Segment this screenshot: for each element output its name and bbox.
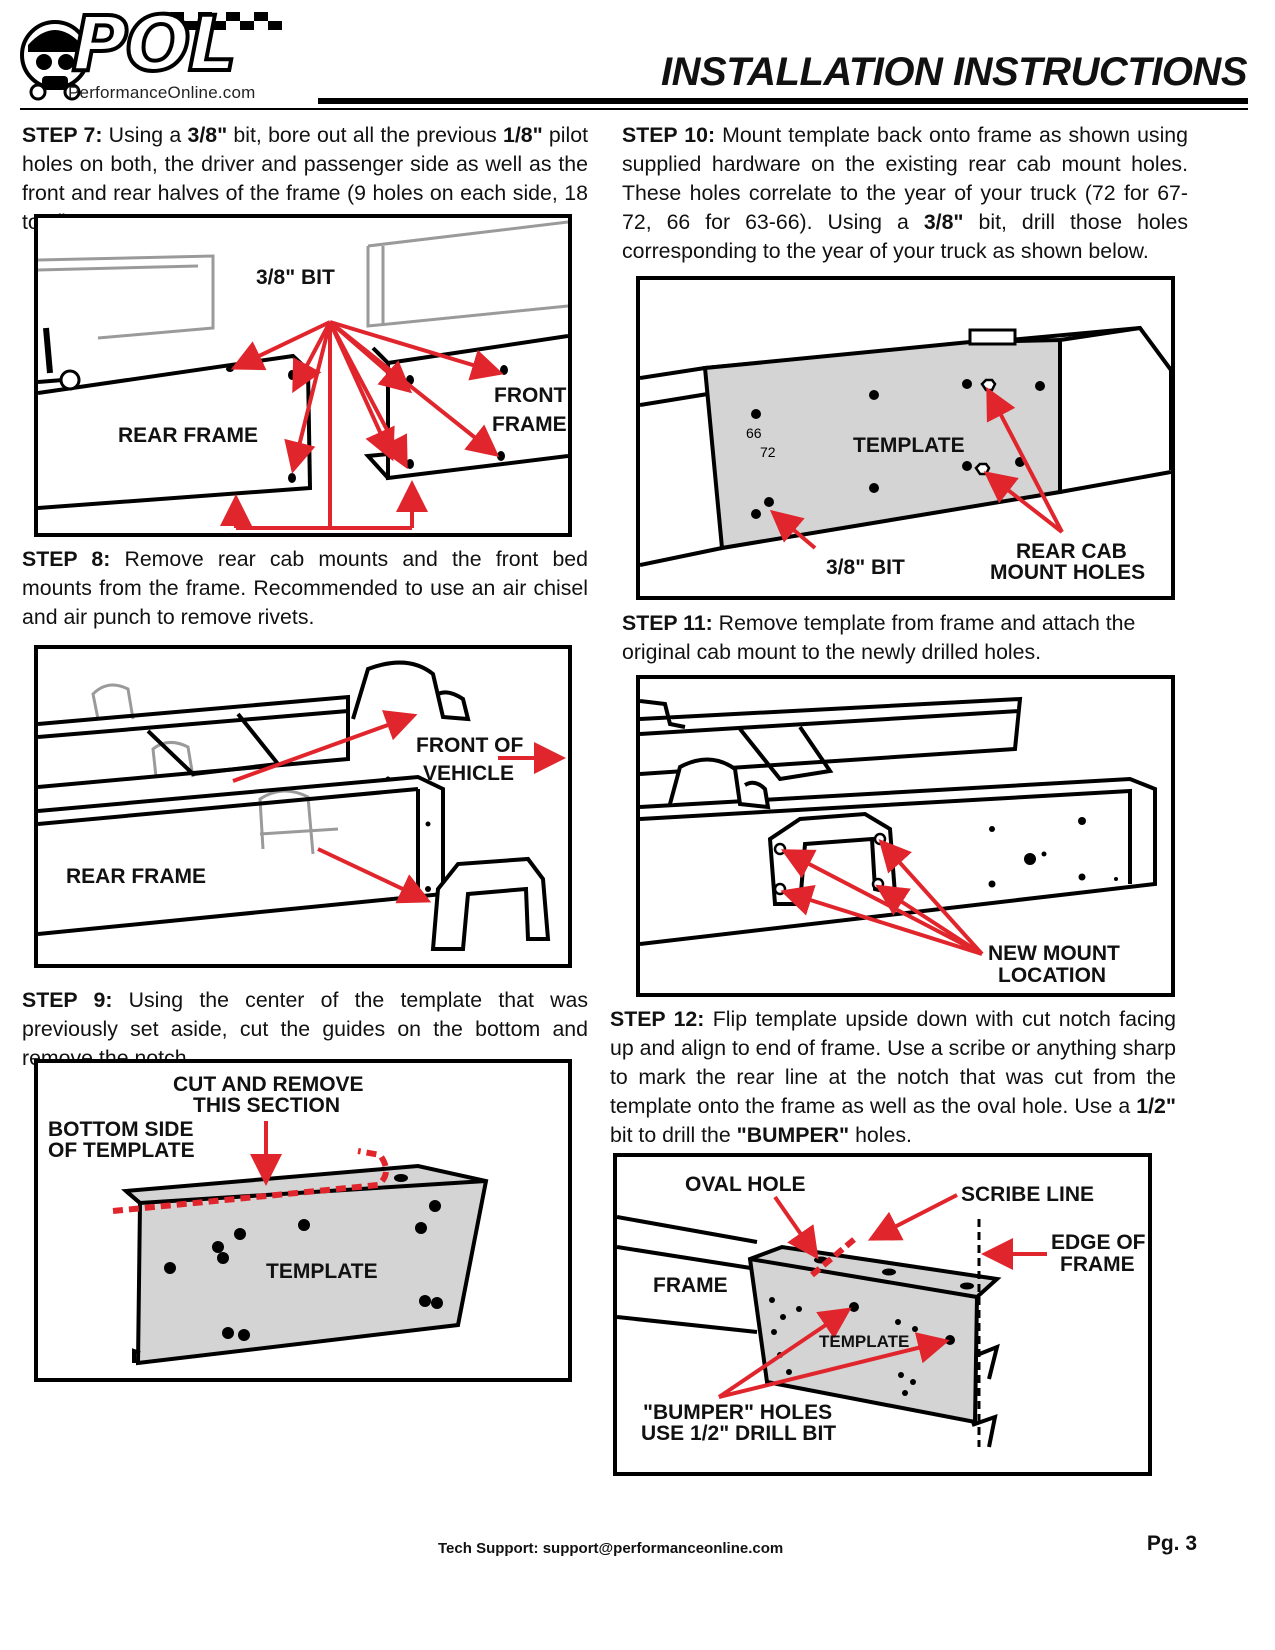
step-9-label: STEP 9: <box>22 988 113 1012</box>
fig10-rear-label-2: MOUNT HOLES <box>990 561 1145 584</box>
fig8-front-label-1: FRONT OF <box>416 734 523 757</box>
step-7-text-1: Using a <box>102 123 188 147</box>
fig9-bottom-label-1: BOTTOM SIDE <box>48 1118 193 1141</box>
figure-step-11: NEW MOUNT LOCATION <box>636 675 1175 997</box>
step-9-text: STEP 9: Using the center of the template… <box>22 986 588 1073</box>
step-11-label: STEP 11: <box>622 611 713 635</box>
logo <box>20 10 320 110</box>
fig9-bottom-label-2: OF TEMPLATE <box>48 1139 195 1162</box>
header-rule <box>318 98 1248 104</box>
step-7-text-2: bit, bore out all the previous <box>227 123 503 147</box>
fig12-scribe-label: SCRIBE LINE <box>961 1183 1094 1206</box>
step-7-bold-1: 3/8" <box>187 123 228 147</box>
step-9-body: Using the center of the template that wa… <box>22 988 589 1070</box>
logo-subtext: PerformanceOnline.com <box>68 83 256 102</box>
step-10-bold-1: 3/8" <box>923 210 964 234</box>
step-10-text-2: bit, drill those holes corresponding to … <box>622 210 1188 263</box>
step-10-text-1: Mount template back onto frame as shown … <box>622 123 1189 234</box>
fig10-year-66: 66 <box>746 425 762 441</box>
step-12-text: STEP 12: Flip template upside down with … <box>610 1005 1176 1150</box>
step-12-bold-1: 1/2" <box>1136 1094 1176 1118</box>
fig12-edge-label-2: FRAME <box>1060 1253 1135 1276</box>
fig7-front-label-2: FRAME <box>492 413 567 436</box>
fig7-rear-label: REAR FRAME <box>118 424 258 447</box>
figure-step-7: 3/8" BIT REAR FRAME FRONT FRAME <box>34 214 572 537</box>
fig7-bit-label: 3/8" BIT <box>256 266 335 289</box>
step-10-label: STEP 10: <box>622 123 716 147</box>
header-rule-thin <box>20 108 1248 110</box>
page-title: INSTALLATION INSTRUCTIONS <box>661 50 1247 94</box>
fig12-edge-label-1: EDGE OF <box>1051 1231 1146 1254</box>
fig11-new-label-2: LOCATION <box>998 964 1106 987</box>
step-12-text-3: holes. <box>849 1123 912 1147</box>
fig7-front-label-1: FRONT <box>494 384 566 407</box>
figure-step-12: OVAL HOLE SCRIBE LINE EDGE OF FRAME FRAM… <box>613 1153 1152 1476</box>
fig12-bumper-label-2: USE 1/2" DRILL BIT <box>641 1422 836 1445</box>
fig9-cut-label-2: THIS SECTION <box>193 1094 340 1117</box>
step-7-bold-2: 1/8" <box>502 123 543 147</box>
figure-step-8: FRONT OF VEHICLE REAR FRAME <box>34 645 572 968</box>
fig9-template-label: TEMPLATE <box>266 1260 378 1283</box>
step-12-text-1: Flip template upside down with cut notch… <box>610 1007 1177 1118</box>
logo-mark <box>20 12 282 101</box>
step-11-text: STEP 11: Remove template from frame and … <box>622 609 1188 667</box>
step-8-body: Remove rear cab mounts and the front bed… <box>22 547 588 629</box>
fig10-bit-label: 3/8" BIT <box>826 556 905 579</box>
fig8-rear-label: REAR FRAME <box>66 865 206 888</box>
logo-text: POL <box>70 0 239 88</box>
fig12-template-label: TEMPLATE <box>819 1332 909 1351</box>
fig12-bumper-label-1: "BUMPER" HOLES <box>643 1401 832 1424</box>
page-number: Pg. 3 <box>1146 1532 1197 1555</box>
step-12-bold-2: "BUMPER" <box>736 1123 850 1147</box>
step-10-text: STEP 10: Mount template back onto frame … <box>622 121 1188 266</box>
fig8-front-label-2: VEHICLE <box>423 762 514 785</box>
step-7-label: STEP 7: <box>22 123 103 147</box>
step-8-label: STEP 8: <box>22 547 111 571</box>
fig10-template-label: TEMPLATE <box>853 434 965 457</box>
step-11-body: Remove template from frame and attach th… <box>622 611 1136 664</box>
step-8-text: STEP 8: Remove rear cab mounts and the f… <box>22 545 588 632</box>
figure-step-9: CUT AND REMOVE THIS SECTION BOTTOM SIDE … <box>34 1059 572 1382</box>
step-12-text-2: bit to drill the <box>610 1123 737 1147</box>
step-7-text: STEP 7: Using a 3/8" bit, bore out all t… <box>22 121 588 237</box>
step-12-label: STEP 12: <box>610 1007 705 1031</box>
fig12-frame-label: FRAME <box>653 1274 728 1297</box>
tech-support: Tech Support: support@performanceonline.… <box>438 1540 784 1557</box>
fig10-year-72: 72 <box>760 444 776 460</box>
fig9-cut-label-1: CUT AND REMOVE <box>173 1073 364 1096</box>
figure-step-10: TEMPLATE 66 72 3/8" BIT REAR CAB MOUNT H… <box>636 276 1175 600</box>
fig10-rear-label-1: REAR CAB <box>1016 540 1127 563</box>
fig12-oval-label: OVAL HOLE <box>685 1173 806 1196</box>
fig11-new-label-1: NEW MOUNT <box>988 942 1120 965</box>
